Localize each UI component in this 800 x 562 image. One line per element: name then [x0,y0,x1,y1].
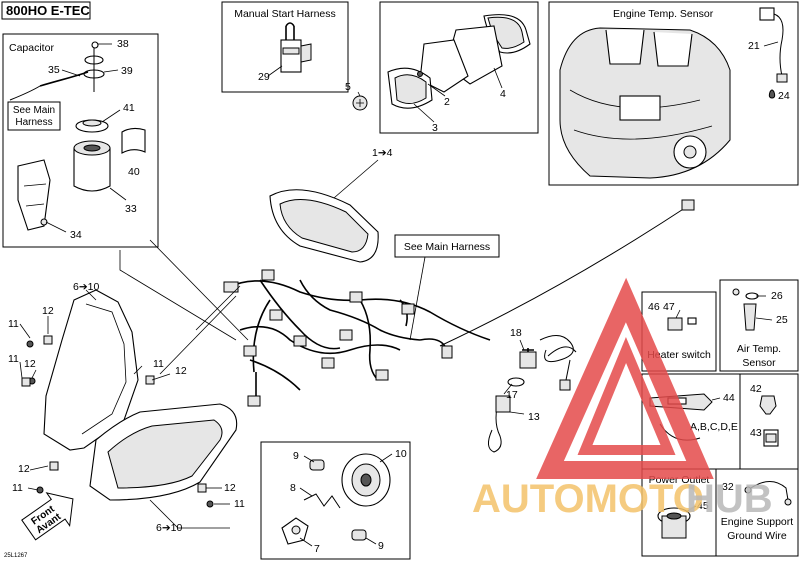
tether-cord [488,335,577,453]
instrument-cluster [269,189,379,263]
air-temp-sensor-box [719,279,799,372]
callout-9-a: 9 [293,450,299,462]
see-main-harness-line2: Harness [15,117,52,128]
headlight-housing [19,289,238,529]
capacitor-title: Capacitor [9,42,54,54]
air-temp-sensor-line1: Air Temp. [737,343,781,355]
callout-12-d: 12 [18,463,30,475]
callout-46: 46 [648,301,660,313]
callout-11-e: 11 [234,498,245,510]
callout-12-b: 12 [24,358,36,370]
ground-wire-line2: Ground Wire [727,530,787,542]
callout-42: 42 [750,383,762,395]
callout-40: 40 [128,166,140,178]
callout-7: 7 [314,543,320,555]
watermark-hub: HUB [686,477,773,521]
callout-2: 2 [444,96,450,108]
callout-1-to-4: 1➔4 [372,147,393,159]
callout-26: 26 [771,290,783,302]
callout-33: 33 [125,203,137,215]
manual-start-harness-part [267,22,312,77]
power-outlet-part [657,505,697,539]
engine-temp-sensor-title: Engine Temp. Sensor [613,8,714,20]
callout-6-to-10-top: 6➔10 [73,281,99,293]
callout-29: 29 [258,71,270,83]
callout-a-to-e: A,B,C,D,E [690,421,738,433]
callout-35: 35 [48,64,60,76]
callout-18: 18 [510,327,522,339]
watermark-auto: AUTOMOTO [472,477,704,521]
catalog-code: 25L1267 [4,553,28,559]
callout-39: 39 [121,65,133,77]
front-direction-arrow-icon: Front Avant [21,492,74,541]
callout-3: 3 [432,122,438,134]
callout-11-d: 11 [12,482,23,494]
callout-24: 24 [778,90,790,102]
capacitor-parts [9,41,146,233]
callout-43: 43 [750,427,762,439]
callout-41: 41 [123,102,135,114]
callout-12-c: 12 [175,365,187,377]
callout-34: 34 [70,229,82,241]
callout-12-e: 12 [224,482,236,494]
callout-6-to-10-bottom: 6➔10 [156,522,182,534]
callout-38: 38 [117,38,129,50]
callout-5: 5 [345,81,351,93]
see-main-harness-box [394,234,500,258]
temp-sensor-part [759,7,788,99]
callout-44: 44 [723,392,735,404]
callout-4: 4 [500,88,506,100]
see-main-harness-title: See Main Harness [404,241,490,253]
see-main-harness-line1: See Main [13,105,55,116]
air-temp-sensor-part [732,288,773,331]
heater-switch-title: Heater switch [647,349,711,361]
see-main-harness-note [7,101,61,131]
callout-8: 8 [290,482,296,494]
main-wiring-harness [119,199,695,407]
callout-45: 45 [697,500,709,512]
callout-11-b: 11 [8,353,19,365]
model-title: 800HO E-TEC [6,3,90,18]
callout-9-b: 9 [378,540,384,552]
bulb-parts [281,453,393,547]
ground-wire-part [744,481,792,506]
callout-17: 17 [506,389,518,401]
callout-12-a: 12 [42,305,54,317]
fastener-parts [759,395,779,447]
callout-32: 32 [722,481,734,493]
automotohub-watermark [536,277,714,479]
callout-10: 10 [395,448,407,460]
callout-21: 21 [748,40,760,52]
callout-11-c: 11 [153,358,164,370]
callout-25: 25 [776,314,788,326]
callout-11-a: 11 [8,318,19,330]
callout-13: 13 [528,411,540,423]
engine-block-illustration [559,27,731,179]
air-temp-sensor-line2: Sensor [742,357,776,369]
manual-start-harness-title: Manual Start Harness [234,8,336,20]
ground-wire-line1: Engine Support [721,516,793,528]
callout-47: 47 [663,301,675,313]
heater-switch-part [667,309,697,331]
fastener-box [739,373,799,470]
model-title-box [1,1,91,20]
ground-wire-box [715,468,799,557]
